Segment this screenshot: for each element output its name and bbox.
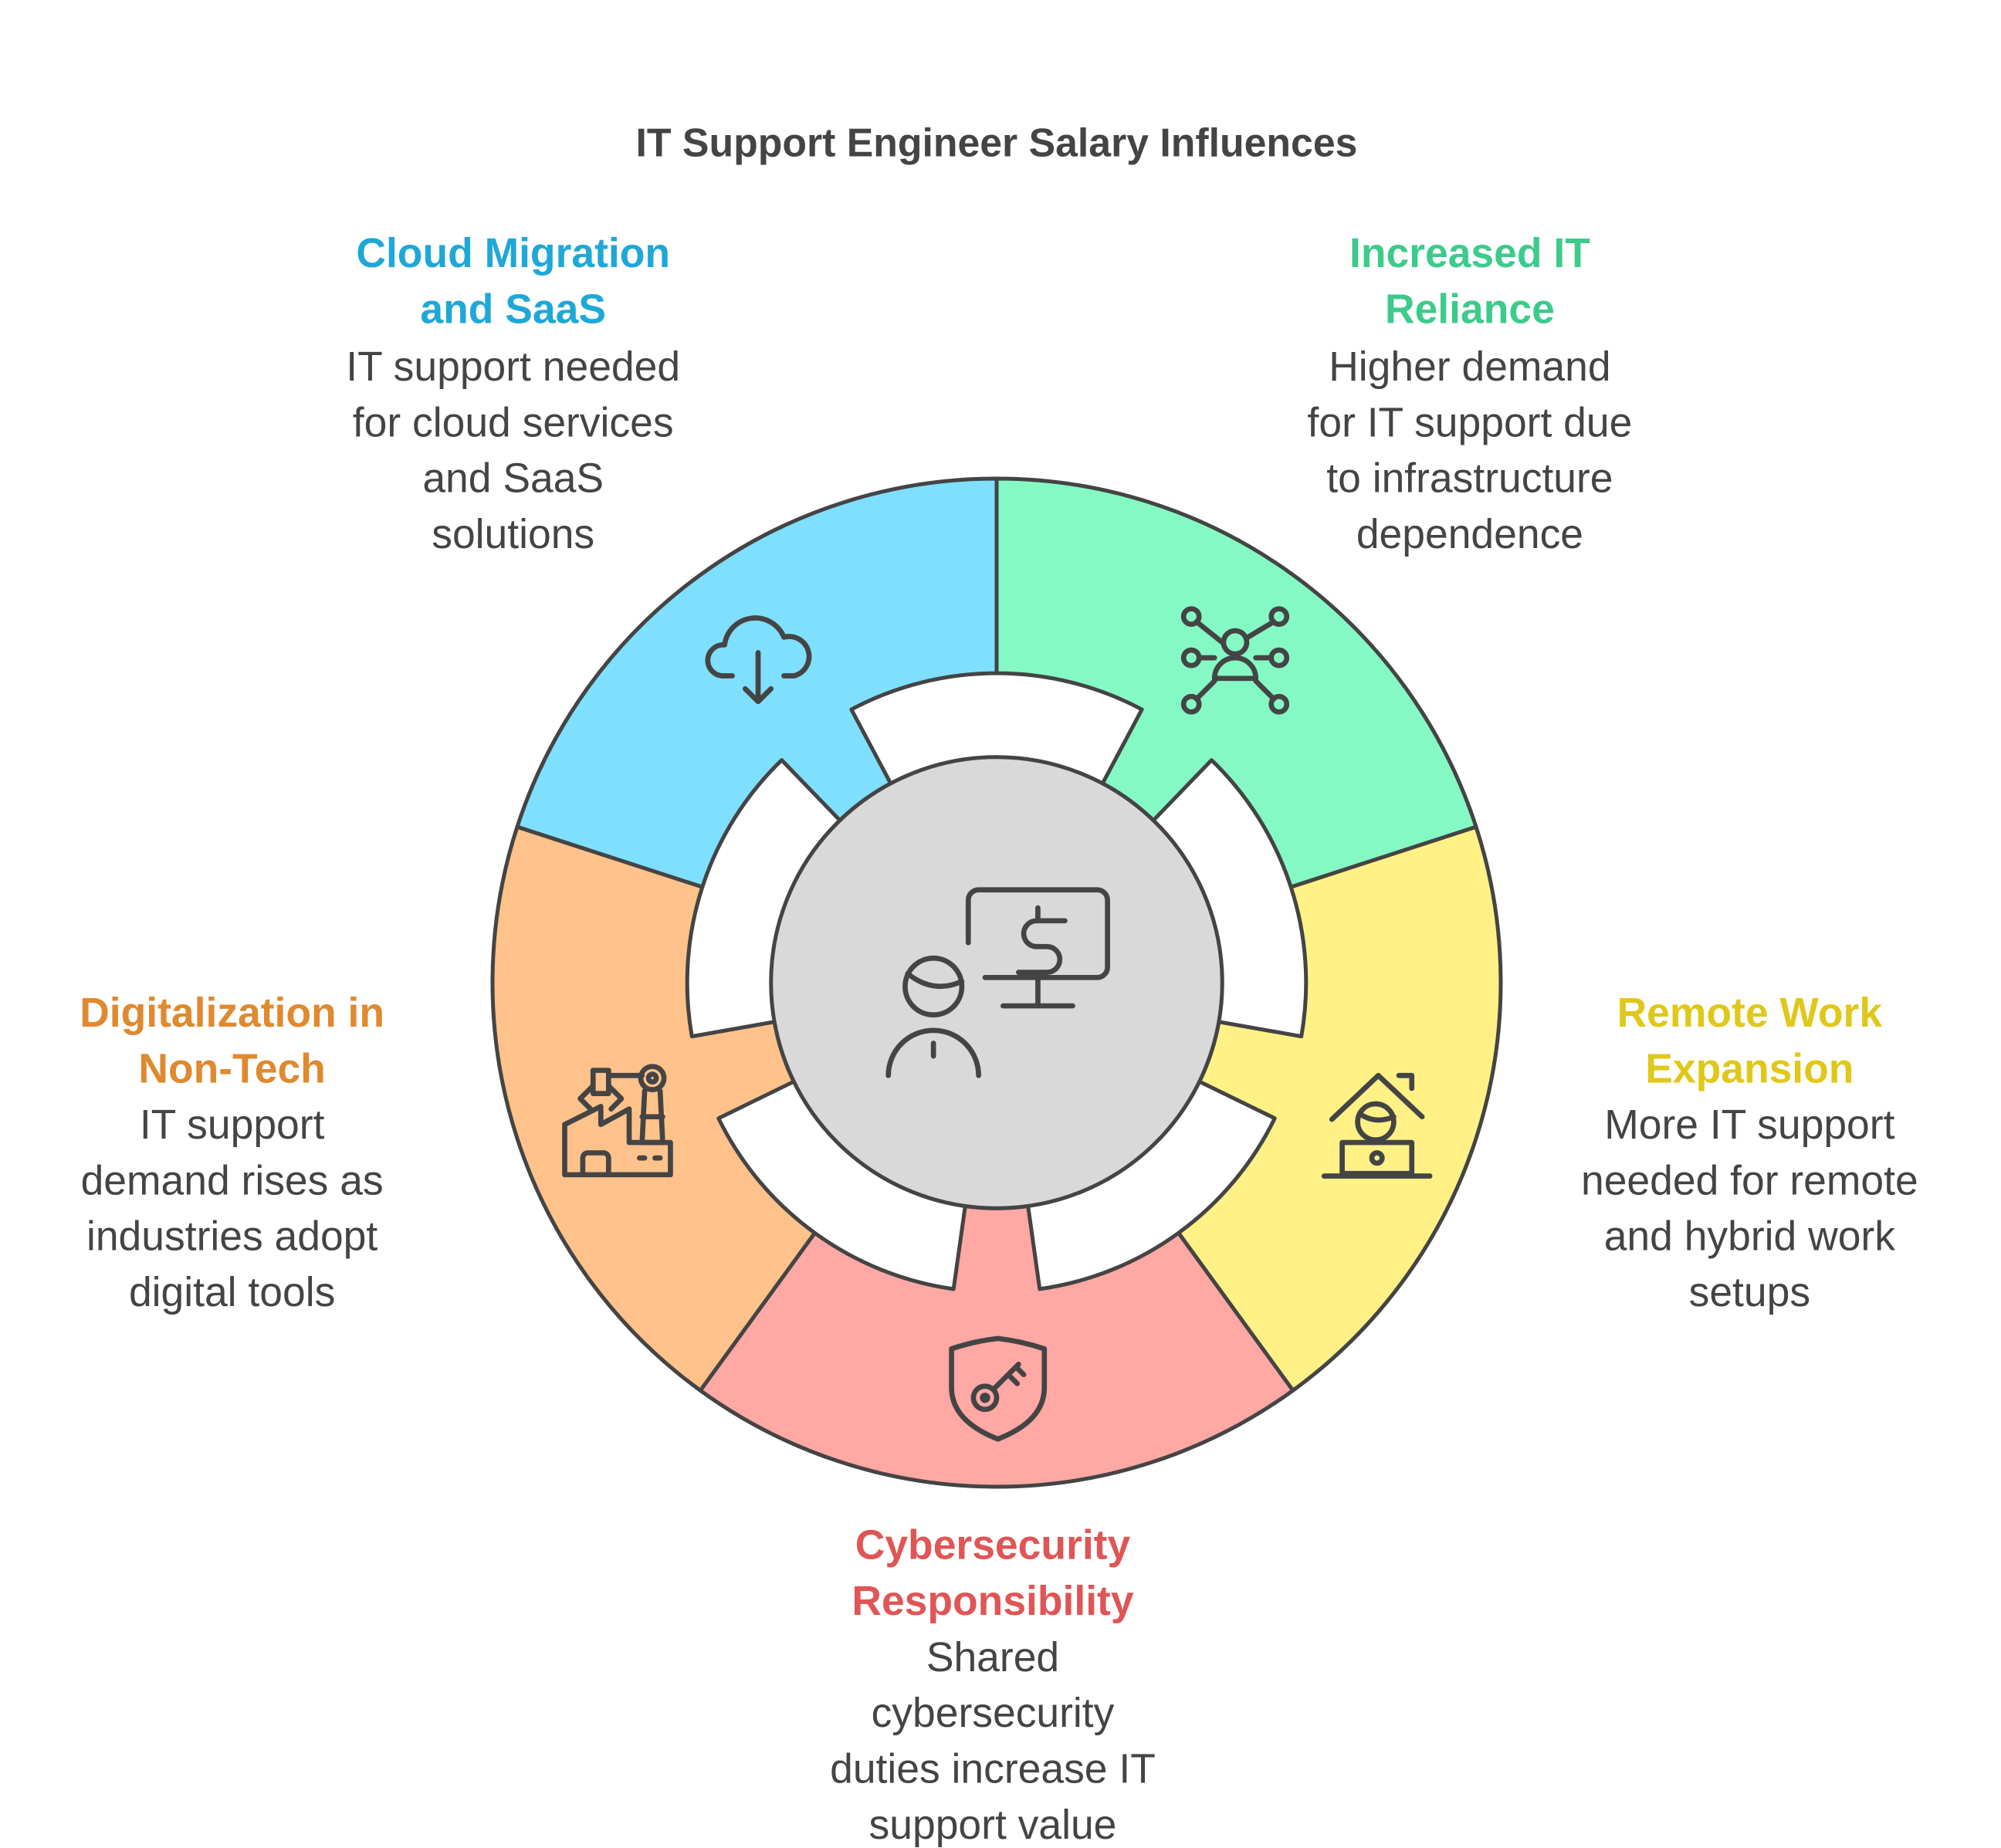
segment-description: digital tools	[129, 1270, 335, 1315]
segment-description: Shared	[926, 1635, 1059, 1680]
segment-description: Higher demand	[1329, 344, 1610, 390]
segment-description: solutions	[432, 512, 594, 557]
segment-description: cybersecurity	[872, 1691, 1115, 1736]
segment-heading: Reliance	[1385, 287, 1555, 333]
segment-heading: Digitalization in	[80, 990, 384, 1036]
segment-heading: Cybersecurity	[855, 1523, 1131, 1569]
segment-description: industries adopt	[86, 1214, 378, 1260]
label-digital: Digitalization in Non-Tech IT support deman…	[80, 990, 384, 1315]
segment-description: support value	[869, 1802, 1117, 1848]
segment-heading: Increased IT	[1349, 231, 1590, 276]
cloud-download-icon	[705, 615, 812, 705]
segment-heading: Cloud Migration	[356, 231, 670, 276]
segment-digital	[490, 824, 817, 1393]
person-monitor-dollar-icon	[885, 887, 1110, 1078]
segment-heading: Remote Work	[1617, 990, 1883, 1036]
segment-description: IT support	[140, 1102, 325, 1148]
home-laptop-icon	[1321, 1072, 1433, 1179]
segment-description: duties increase IT	[830, 1746, 1156, 1792]
segment-labels: Cloud Migration and SaaS IT support needed…	[80, 231, 1918, 1848]
segment-description: setups	[1689, 1270, 1810, 1315]
segment-description: IT support needed	[346, 344, 680, 390]
segment-description: dependence	[1356, 512, 1583, 557]
segment-heading: Responsibility	[852, 1579, 1133, 1624]
segment-heading: Expansion	[1645, 1046, 1854, 1092]
segment-description: demand rises as	[81, 1158, 384, 1203]
diagram-title: IT Support Engineer Salary Influences	[636, 120, 1358, 164]
segment-description: for cloud services	[353, 400, 674, 445]
segment-description: More IT support	[1604, 1102, 1894, 1148]
segment-description: for IT support due	[1308, 400, 1633, 445]
center-circle	[769, 755, 1224, 1210]
segment-description: to infrastructure	[1326, 456, 1613, 502]
segment-heading: Non-Tech	[138, 1046, 325, 1092]
segment-description: and hybrid work	[1604, 1214, 1896, 1260]
segment-description: and SaaS	[422, 456, 604, 502]
segment-description: needed for remote	[1581, 1158, 1918, 1203]
network-person-icon	[1180, 606, 1290, 715]
segment-ring	[490, 476, 1503, 1489]
factory-robot-icon	[562, 1064, 673, 1178]
label-cloud: Cloud Migration and SaaS IT support needed…	[346, 231, 680, 557]
segment-heading: and SaaS	[420, 287, 606, 333]
shield-key-icon	[949, 1335, 1048, 1442]
